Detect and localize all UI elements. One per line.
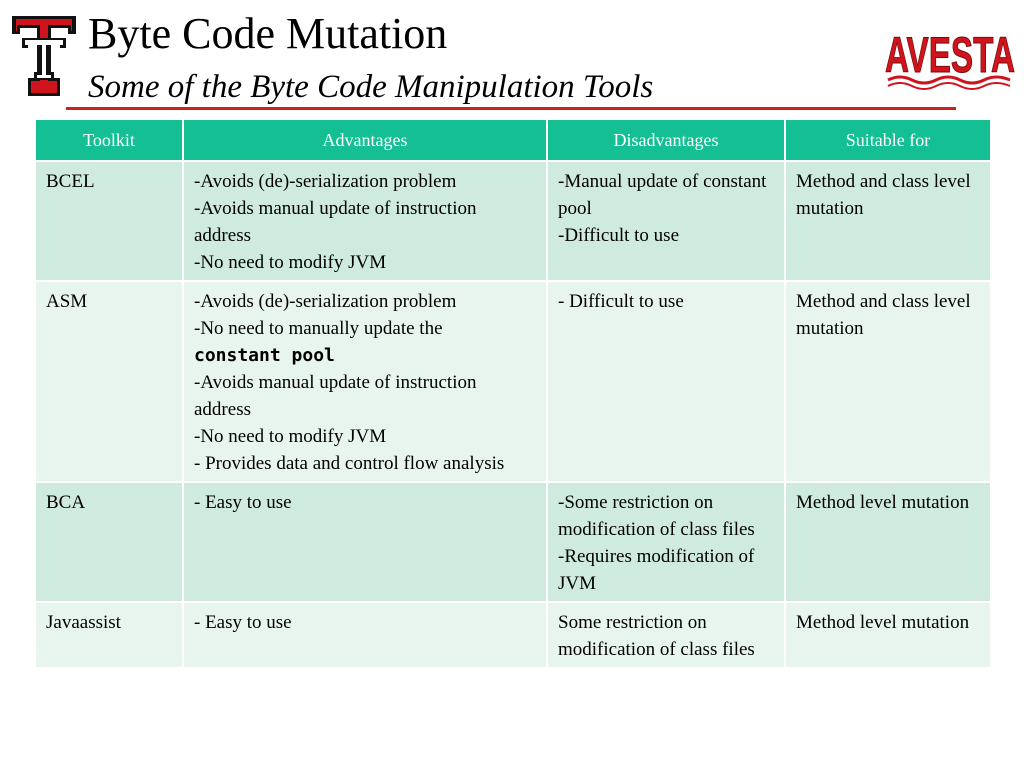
slide-subtitle: Some of the Byte Code Manipulation Tools bbox=[88, 69, 654, 105]
disadvantage-item: - Difficult to use bbox=[558, 291, 684, 312]
disadvantage-item: -Manual update of constant pool bbox=[558, 171, 767, 219]
toolkit-cell: BCEL bbox=[34, 160, 184, 282]
avesta-logo-text: AVESTA bbox=[885, 27, 1015, 83]
texas-tech-logo-icon bbox=[12, 16, 76, 96]
header-suitable-for: Suitable for bbox=[784, 118, 992, 162]
advantage-item: -Avoids (de)-serialization problem bbox=[194, 171, 457, 192]
advantages-cell: -Avoids (de)-serialization problem -Avoi… bbox=[182, 160, 548, 282]
suitable-cell: Method level mutation bbox=[784, 601, 992, 669]
advantage-item: -Avoids manual update of instruction add… bbox=[194, 372, 477, 420]
toolkit-cell: Javaassist bbox=[34, 601, 184, 669]
table-row: BCEL -Avoids (de)-serialization problem … bbox=[34, 160, 992, 282]
advantages-cell: -Avoids (de)-serialization problem -No n… bbox=[182, 280, 548, 483]
advantage-item: - Easy to use bbox=[194, 612, 292, 633]
disadvantages-cell: -Some restriction on modification of cla… bbox=[546, 481, 786, 603]
table-row: ASM -Avoids (de)-serialization problem -… bbox=[34, 280, 992, 483]
disadvantage-item: -Requires modification of JVM bbox=[558, 546, 755, 594]
advantages-cell: - Easy to use bbox=[182, 481, 548, 603]
table-row: Javaassist - Easy to use Some restrictio… bbox=[34, 601, 992, 669]
suitable-item: Method level mutation bbox=[796, 492, 970, 513]
suitable-item: Method level mutation bbox=[796, 612, 970, 633]
disadvantage-item: Some restriction on modification of clas… bbox=[558, 612, 755, 660]
advantage-item-code: constant pool bbox=[194, 345, 335, 366]
toolkit-table: Toolkit Advantages Disadvantages Suitabl… bbox=[34, 118, 992, 669]
advantage-item: -Avoids (de)-serialization problem bbox=[194, 291, 457, 312]
advantage-item: -Avoids manual update of instruction add… bbox=[194, 198, 477, 246]
disadvantages-cell: Some restriction on modification of clas… bbox=[546, 601, 786, 669]
header-toolkit: Toolkit bbox=[34, 118, 184, 162]
advantage-item: -No need to modify JVM bbox=[194, 426, 387, 447]
toolkit-cell: ASM bbox=[34, 280, 184, 483]
advantage-item: -No need to modify JVM bbox=[194, 252, 387, 273]
disadvantage-item: -Some restriction on modification of cla… bbox=[558, 492, 755, 540]
slide-title: Byte Code Mutation bbox=[88, 9, 448, 58]
advantage-item: - Provides data and control flow analysi… bbox=[194, 453, 505, 474]
suitable-item: Method and class level mutation bbox=[796, 171, 971, 219]
advantage-item: -No need to manually update the bbox=[194, 318, 443, 339]
header-disadvantages: Disadvantages bbox=[546, 118, 786, 162]
advantage-item: - Easy to use bbox=[194, 492, 292, 513]
table-row: BCA - Easy to use -Some restriction on m… bbox=[34, 481, 992, 603]
disadvantage-item: -Difficult to use bbox=[558, 225, 680, 246]
suitable-cell: Method level mutation bbox=[784, 481, 992, 603]
suitable-cell: Method and class level mutation bbox=[784, 160, 992, 282]
avesta-logo-icon: AVESTA bbox=[885, 27, 1016, 90]
suitable-item: Method and class level mutation bbox=[796, 291, 971, 339]
advantages-cell: - Easy to use bbox=[182, 601, 548, 669]
title-divider bbox=[66, 107, 956, 110]
disadvantages-cell: - Difficult to use bbox=[546, 280, 786, 483]
table-header-row: Toolkit Advantages Disadvantages Suitabl… bbox=[34, 118, 992, 162]
header-advantages: Advantages bbox=[182, 118, 548, 162]
disadvantages-cell: -Manual update of constant pool -Difficu… bbox=[546, 160, 786, 282]
toolkit-cell: BCA bbox=[34, 481, 184, 603]
suitable-cell: Method and class level mutation bbox=[784, 280, 992, 483]
